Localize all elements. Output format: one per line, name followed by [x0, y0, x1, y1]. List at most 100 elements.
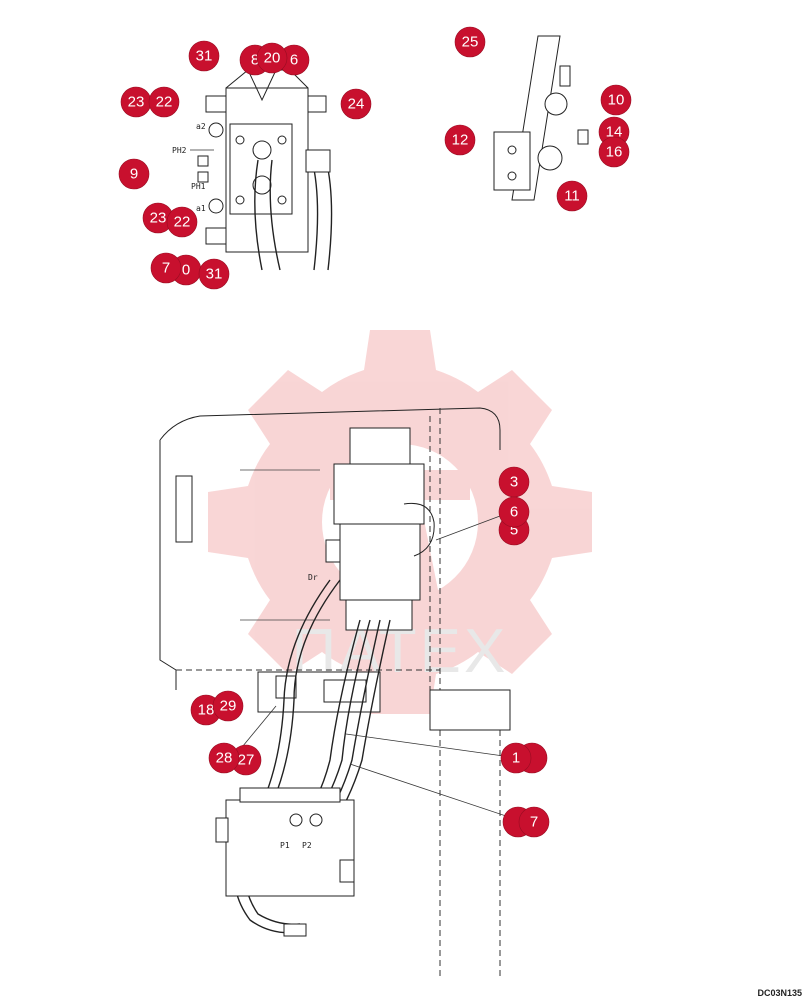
callout: 23: [142, 202, 174, 234]
callouts: 31 8 6 20 23 22 24 9 23 22 0 7 31 25 10 …: [118, 26, 632, 838]
pilot-valve-side-left: [215, 817, 229, 843]
svg-text:1: 1: [512, 750, 520, 767]
pilot-port-p2: [309, 813, 323, 827]
fitting-lower-left: [205, 227, 227, 245]
port-a2: [208, 122, 224, 138]
bracket-detail: [493, 35, 589, 201]
svg-text:5: 5: [510, 522, 518, 539]
callout: 29: [212, 690, 244, 722]
main-assembly: Dr P1 P2: [159, 407, 519, 980]
hose-right-detail: [311, 159, 333, 271]
svg-text:28: 28: [216, 750, 233, 767]
callout: 11: [556, 180, 588, 212]
svg-text:23: 23: [128, 94, 145, 111]
valve-block-body: [225, 87, 309, 253]
svg-text:31: 31: [206, 266, 223, 283]
callout: 1: [500, 742, 532, 774]
svg-text:27: 27: [238, 752, 255, 769]
callout: 16: [598, 136, 630, 168]
svg-text:16: 16: [606, 144, 623, 161]
svg-text:31: 31: [196, 48, 213, 65]
label-dr: Dr: [308, 573, 318, 582]
svg-text:14: 14: [606, 124, 623, 141]
pilot-port-p1: [289, 813, 303, 827]
svg-text:9: 9: [130, 166, 138, 183]
label-a1: a1: [196, 204, 206, 213]
svg-text:29: 29: [220, 698, 237, 715]
frame-crossmember: [429, 689, 511, 731]
label-p2: P2: [302, 841, 312, 850]
svg-text:10: 10: [608, 92, 625, 109]
svg-text:23: 23: [150, 210, 167, 227]
pilot-valve-side-right: [339, 859, 355, 883]
callout: 6: [498, 496, 530, 528]
callout: 25: [454, 26, 486, 58]
svg-text:7: 7: [162, 260, 170, 277]
callout: 31: [188, 40, 220, 72]
pilot-valve-top: [239, 787, 341, 803]
valve-top-cap: [349, 427, 411, 465]
frame-hidden-edge: [429, 408, 441, 700]
leader: [237, 705, 277, 753]
callout: 10: [600, 84, 632, 116]
hose-fitting-right: [305, 149, 331, 173]
label-ph2: PH2: [172, 146, 187, 155]
callout: 9: [118, 158, 150, 190]
callout: 3: [498, 466, 530, 498]
bracket-hole: [507, 145, 517, 155]
bracket-hole: [507, 171, 517, 181]
label-p1: P1: [280, 841, 290, 850]
bolt: [277, 135, 287, 145]
bracket-tab: [559, 65, 571, 87]
frame-left-edge: [159, 440, 177, 690]
leader: [435, 515, 501, 541]
valve-body-upper: [333, 463, 425, 525]
callout: 28: [208, 742, 240, 774]
frame-top-edge: [159, 407, 501, 450]
valve-block-detail: a2 PH2 PH1 a1: [172, 69, 333, 271]
clamp-upper: [544, 92, 568, 116]
bolt: [235, 135, 245, 145]
svg-text:20: 20: [264, 50, 281, 67]
svg-text:0: 0: [182, 262, 190, 279]
svg-text:25: 25: [462, 34, 479, 51]
frame-right-member: [439, 690, 501, 980]
svg-text:7: 7: [530, 814, 538, 831]
fitting-upper-left: [205, 95, 227, 113]
valve-block-face: [229, 123, 293, 215]
svg-text:18: 18: [198, 702, 215, 719]
label-ph1: PH1: [191, 182, 206, 191]
svg-text:24: 24: [348, 96, 365, 113]
svg-text:22: 22: [174, 214, 191, 231]
port-ph2: [197, 155, 209, 167]
fitting-upper-right: [307, 95, 327, 113]
port-ph1: [197, 171, 209, 183]
svg-text:22: 22: [156, 94, 173, 111]
leader: [345, 733, 519, 759]
valve-hose-loop: [403, 502, 435, 557]
callout: 7: [150, 252, 182, 284]
callout: 22: [148, 86, 180, 118]
svg-text:12: 12: [452, 132, 469, 149]
flange-port: [252, 140, 272, 160]
callout: 31: [198, 258, 230, 290]
callout: 24: [340, 88, 372, 120]
flange-port: [252, 175, 272, 195]
valve-side-fitting: [325, 539, 341, 563]
callout: 23: [120, 86, 152, 118]
port-a1: [208, 198, 224, 214]
bracket-block: [493, 131, 531, 191]
svg-text:3: 3: [510, 474, 518, 491]
frame-plate: [175, 475, 193, 543]
bolt: [235, 195, 245, 205]
valve-block-top-notch: [247, 69, 277, 102]
valve-body-lower: [339, 523, 421, 601]
leader: [349, 763, 519, 821]
svg-text:6: 6: [290, 52, 298, 69]
pilot-valve-block: [225, 799, 355, 897]
callout: 22: [166, 206, 198, 238]
drawing-code: DC03N135: [757, 988, 802, 998]
svg-text:6: 6: [510, 504, 518, 521]
svg-text:11: 11: [564, 188, 580, 205]
